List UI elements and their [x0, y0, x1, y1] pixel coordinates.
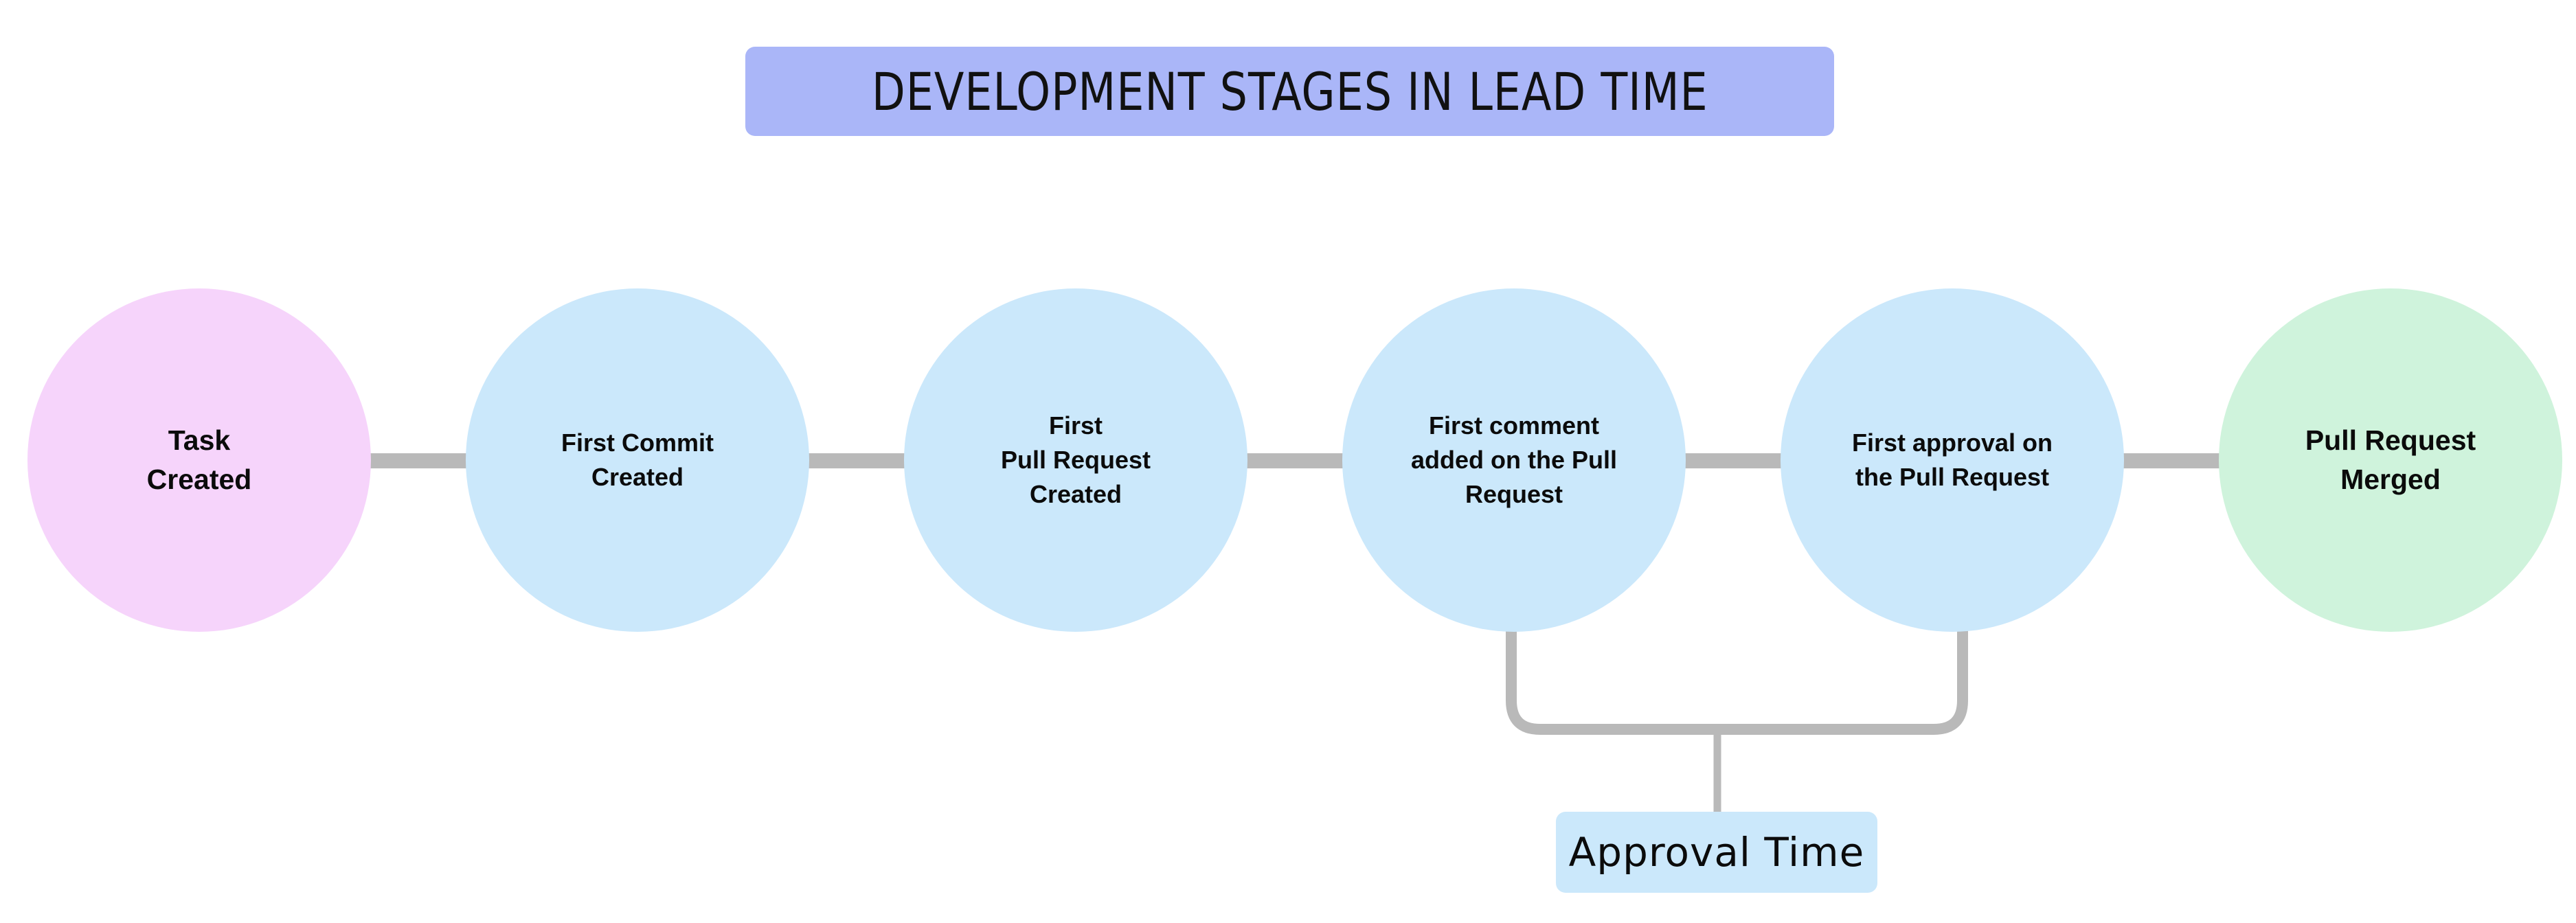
stage-node-first-approval[interactable]: First approval on the Pull Request [1781, 288, 2124, 632]
page-title: DEVELOPMENT STAGES IN LEAD TIME [871, 60, 1708, 122]
stage-label-pull-request-merged: Pull Request Merged [2305, 424, 2476, 495]
stage-node-first-comment-added[interactable]: First comment added on the Pull Request [1342, 288, 1686, 632]
connector-first-comment-to-first-approval [1672, 453, 1789, 468]
approval-time-badge[interactable]: Approval Time [1556, 812, 1877, 893]
connector-task-created-to-first-commit [357, 453, 474, 468]
stage-label-first-pull-request-created: First Pull Request Created [1000, 411, 1151, 508]
connector-first-approval-to-pull-request-merged [2110, 453, 2227, 468]
stage-label-task-created: Task Created [146, 424, 252, 495]
stage-node-pull-request-merged[interactable]: Pull Request Merged [2219, 288, 2562, 632]
diagram-title-banner: DEVELOPMENT STAGES IN LEAD TIME [745, 47, 1834, 136]
stage-node-task-created[interactable]: Task Created [27, 288, 371, 632]
stage-label-first-commit-created: First Commit Created [561, 429, 714, 491]
approval-time-label: Approval Time [1568, 829, 1865, 876]
stage-node-first-commit-created[interactable]: First Commit Created [466, 288, 809, 632]
stage-label-first-approval: First approval on the Pull Request [1851, 429, 2053, 491]
stage-node-first-pull-request-created[interactable]: First Pull Request Created [904, 288, 1247, 632]
connector-first-pull-request-to-first-comment [1234, 453, 1351, 468]
stage-label-first-comment-added: First comment added on the Pull Request [1410, 411, 1617, 508]
connector-first-commit-to-first-pull-request [795, 453, 912, 468]
